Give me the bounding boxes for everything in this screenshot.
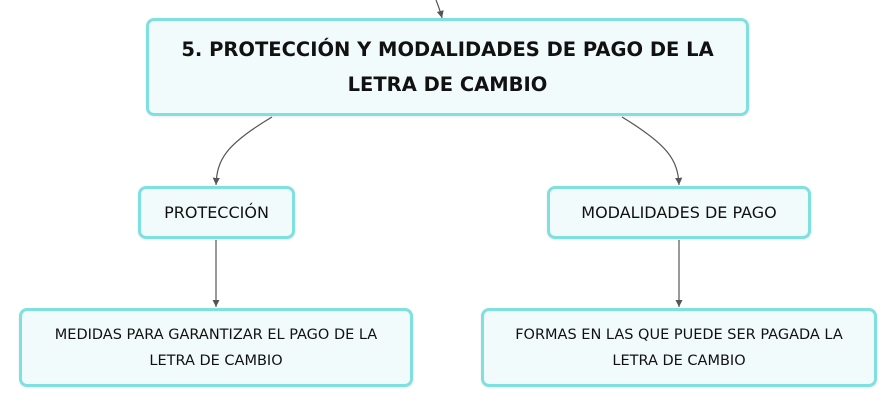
connector-root-to-proteccion bbox=[212, 116, 273, 186]
node-proteccion[interactable]: PROTECCIÓN bbox=[138, 186, 295, 239]
root-node[interactable]: 5. PROTECCIÓN Y MODALIDADES DE PAGO DE L… bbox=[146, 18, 749, 116]
node-proteccion-label: PROTECCIÓN bbox=[164, 203, 269, 222]
node-medidas-label: MEDIDAS PARA GARANTIZAR EL PAGO DE LA LE… bbox=[54, 326, 378, 369]
node-formas-label: FORMAS EN LAS QUE PUEDE SER PAGADA LA LE… bbox=[515, 326, 843, 369]
node-formas[interactable]: FORMAS EN LAS QUE PUEDE SER PAGADA LA LE… bbox=[481, 308, 877, 387]
connector-root-to-modalidades bbox=[621, 116, 683, 186]
root-node-label: 5. PROTECCIÓN Y MODALIDADES DE PAGO DE L… bbox=[181, 38, 714, 96]
connector-incoming-root bbox=[435, 0, 444, 19]
node-modalidades-de-pago[interactable]: MODALIDADES DE PAGO bbox=[547, 186, 811, 239]
node-medidas[interactable]: MEDIDAS PARA GARANTIZAR EL PAGO DE LA LE… bbox=[19, 308, 413, 387]
node-modalidades-label: MODALIDADES DE PAGO bbox=[581, 203, 777, 222]
